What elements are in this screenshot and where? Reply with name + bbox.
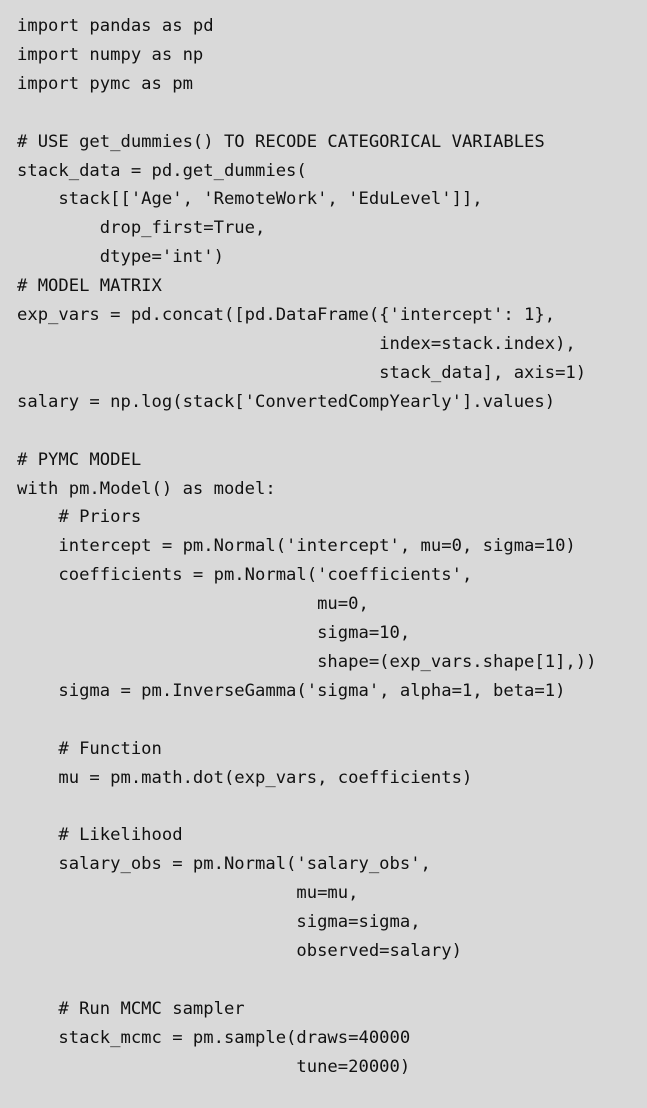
code-line: coefficients = pm.Normal('coefficients', bbox=[17, 565, 473, 586]
code-line: # MODEL MATRIX bbox=[17, 276, 162, 297]
code-line: mu=0, bbox=[17, 594, 369, 615]
code-line: sigma=sigma, bbox=[17, 912, 421, 933]
code-line: salary_obs = pm.Normal('salary_obs', bbox=[17, 854, 431, 875]
code-line: stack[['Age', 'RemoteWork', 'EduLevel']]… bbox=[17, 189, 483, 210]
code-line bbox=[17, 706, 647, 735]
code-line: index=stack.index), bbox=[17, 333, 576, 354]
code-line: stack_mcmc = pm.sample(draws=40000 bbox=[17, 1027, 411, 1048]
code-line: shape=(exp_vars.shape[1],)) bbox=[17, 651, 597, 672]
code-line: mu = pm.math.dot(exp_vars, coefficients) bbox=[17, 767, 473, 788]
code-line: sigma = pm.InverseGamma('sigma', alpha=1… bbox=[17, 680, 566, 701]
code-line: sigma=10, bbox=[17, 623, 411, 644]
code-line: # Priors bbox=[17, 507, 142, 528]
code-line bbox=[17, 966, 647, 995]
code-line: tune=20000) bbox=[17, 1056, 411, 1077]
code-line: import pandas as pd bbox=[17, 16, 214, 36]
code-line bbox=[17, 99, 647, 128]
code-line: observed=salary) bbox=[17, 941, 462, 961]
code-line: drop_first=True, bbox=[17, 218, 266, 239]
code-line bbox=[17, 792, 647, 821]
code-line: # Likelihood bbox=[17, 825, 183, 846]
code-line: # PYMC MODEL bbox=[17, 449, 142, 470]
code-line: with pm.Model() as model: bbox=[17, 478, 276, 499]
code-line: import pymc as pm bbox=[17, 73, 193, 94]
code-line: import numpy as np bbox=[17, 44, 204, 65]
code-line: salary = np.log(stack['ConvertedCompYear… bbox=[17, 391, 556, 412]
code-line bbox=[17, 417, 647, 446]
code-line: dtype='int') bbox=[17, 247, 224, 268]
code-line: # USE get_dummies() TO RECODE CATEGORICA… bbox=[17, 131, 545, 152]
code-line: exp_vars = pd.concat([pd.DataFrame({'int… bbox=[17, 305, 556, 326]
code-line: # Function bbox=[17, 738, 162, 759]
code-line: stack_data = pd.get_dummies( bbox=[17, 160, 307, 181]
code-line: intercept = pm.Normal('intercept', mu=0,… bbox=[17, 536, 576, 557]
code-line: # Run MCMC sampler bbox=[17, 998, 245, 1019]
code-line: mu=mu, bbox=[17, 883, 359, 904]
code-line: stack_data], axis=1) bbox=[17, 362, 587, 383]
